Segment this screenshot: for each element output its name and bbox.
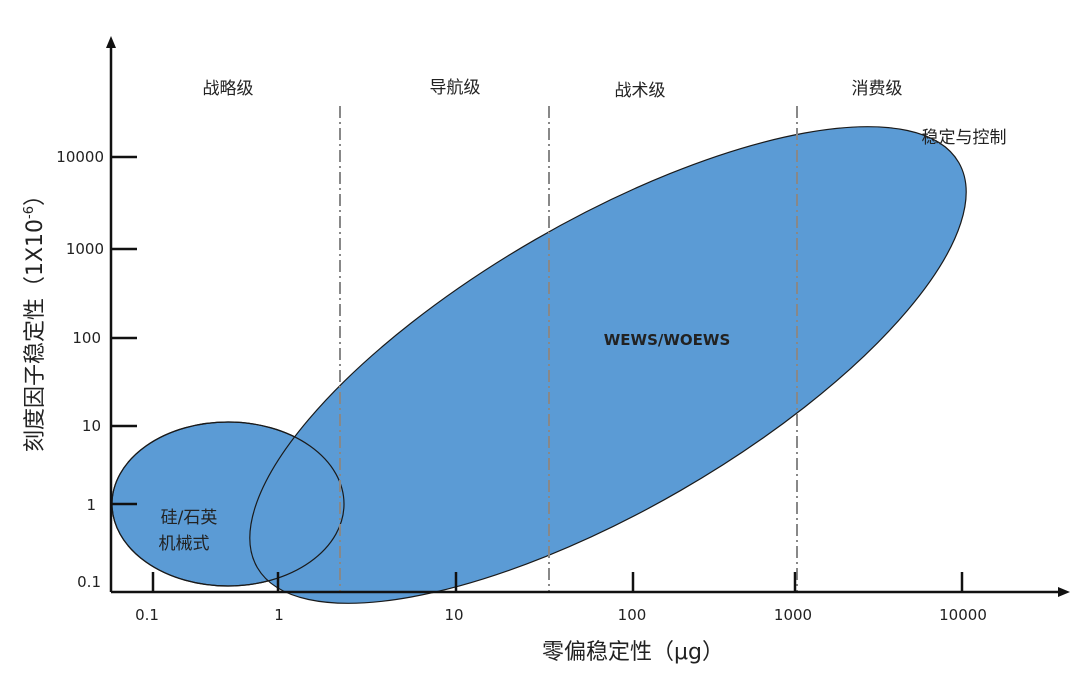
small-ellipse-label-line1: 硅/石英 [161, 508, 218, 528]
region-label-strategic: 战略级 [203, 79, 254, 99]
y-tick-label: 10 [82, 417, 101, 435]
y-axis-title-close: ） [23, 184, 48, 206]
region-label-tactical: 战术级 [615, 81, 666, 101]
x-tick-label: 10000 [939, 606, 987, 624]
y-axis-title-exponent: -6 [22, 206, 37, 219]
y-tick-label: 0.1 [77, 573, 101, 591]
large-ellipse-label: WEWS/WOEWS [604, 331, 731, 349]
y-tick-label: 1 [86, 496, 96, 514]
y-axis-title-main: 刻度因子稳定性（1X10 [23, 219, 48, 452]
x-axis-arrow-icon [1058, 587, 1070, 597]
region-label-consumer: 消费级 [852, 79, 903, 99]
x-tick-label: 100 [618, 606, 647, 624]
y-tick-label: 1000 [66, 240, 104, 258]
application-label-stability-control: 稳定与控制 [922, 128, 1007, 148]
x-tick-label: 1000 [774, 606, 812, 624]
small-ellipse-label-line2: 机械式 [159, 534, 210, 554]
y-tick-label: 10000 [56, 148, 104, 166]
region-label-navigation: 导航级 [430, 78, 481, 98]
y-axis-arrow-icon [106, 36, 116, 48]
x-tick-label: 1 [274, 606, 284, 624]
wews-woews-ellipse [249, 126, 967, 604]
y-axis-ticks [111, 155, 137, 506]
x-tick-label: 0.1 [135, 606, 159, 624]
x-tick-label: 10 [444, 606, 463, 624]
y-axis-title: 刻度因子稳定性（1X10-6） [22, 184, 48, 452]
x-axis-title: 零偏稳定性（μg） [542, 640, 724, 665]
x-axis-ticks [151, 572, 964, 592]
y-tick-label: 100 [72, 329, 101, 347]
